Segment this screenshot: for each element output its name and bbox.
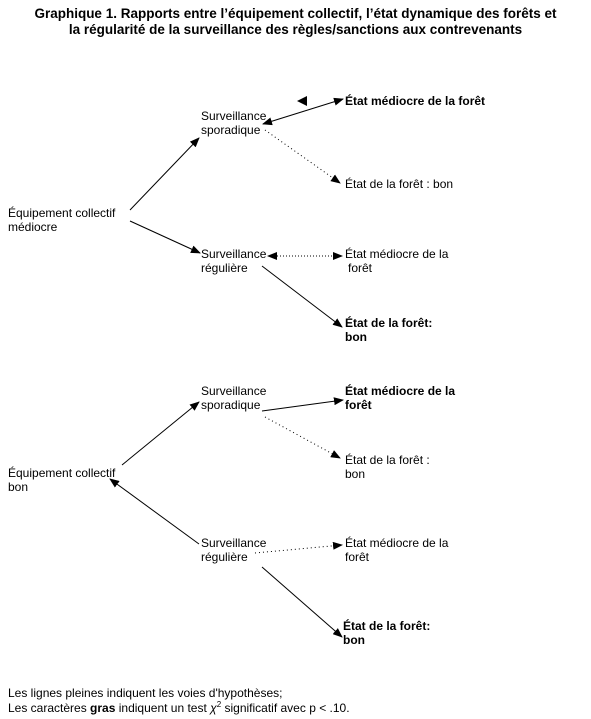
arrow-sporadic-to-poor-bottom [261, 397, 344, 412]
note-line-1: Les lignes pleines indiquent les voies d… [8, 686, 283, 700]
figure-title: Graphique 1. Rapports entre l’équipement… [0, 6, 591, 38]
arrow-sporadic-to-poor-top [262, 97, 344, 126]
stray-arrowhead-top [297, 96, 307, 106]
arrow-regular-to-good-top [261, 265, 343, 328]
bottom-sporadic-good-label: État de la forêt : bon [345, 453, 430, 481]
top-sporadic-label: Surveillance sporadique [201, 109, 267, 137]
top-root-label: Équipement collectif médiocre [8, 206, 116, 234]
bottom-regular-poor-label: État médiocre de la forêt [345, 536, 449, 564]
arrow-regular-to-good-bottom [261, 566, 343, 638]
bottom-root-label: Équipement collectif bon [8, 466, 116, 494]
top-sporadic-poor-label: État médiocre de la forêt [345, 94, 486, 108]
dotted-regular-to-poor-bottom [254, 541, 343, 554]
bottom-sporadic-poor-label: État médiocre de la forêt [345, 384, 456, 412]
dotted-sporadic-to-good-top [264, 129, 341, 184]
title-line-2: la régularité de la surveillance des règ… [68, 22, 523, 37]
title-line-1: Graphique 1. Rapports entre l’équipement… [34, 6, 557, 21]
bottom-regular-good-label: État de la forêt: bon [343, 619, 431, 647]
top-regular-label: Surveillance régulière [201, 247, 267, 275]
top-regular-poor-label: État médiocre de la forêt [345, 247, 449, 275]
top-sporadic-good-label: État de la forêt : bon [345, 177, 454, 191]
bottom-regular-label: Surveillance régulière [201, 536, 267, 564]
top-regular-good-label: État de la forêt: bon [345, 316, 433, 344]
arrow-root-to-sporadic-top [129, 137, 200, 211]
bottom-sporadic-label: Surveillance sporadique [201, 384, 267, 412]
arrow-root-to-sporadic-bottom [121, 401, 200, 466]
note-line-2: Les caractères gras indiquent un test χ2… [8, 700, 350, 716]
dotted-sporadic-to-good-bottom [264, 416, 341, 459]
figure-notes: Les lignes pleines indiquent les voies d… [8, 686, 350, 716]
arrow-regular-to-root-bottom [109, 478, 200, 545]
arrow-root-to-regular-top [129, 220, 201, 254]
